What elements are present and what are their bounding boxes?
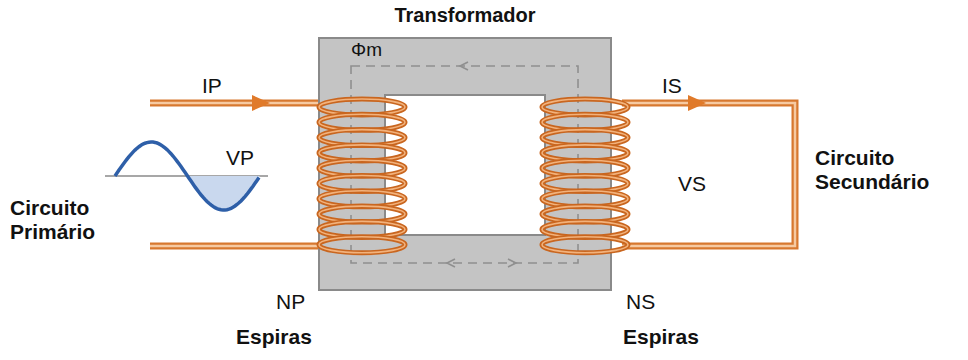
turns-caption: Espiras	[236, 325, 312, 349]
current-arrow	[688, 95, 706, 111]
current-label: IP	[202, 74, 222, 98]
circuit-label: Circuito Primário	[10, 196, 135, 244]
turns-label: NS	[626, 290, 655, 314]
turns-label: NP	[276, 290, 305, 314]
current-label: IS	[662, 74, 682, 98]
flux-symbol: Φm	[348, 39, 385, 61]
circuit-label: Circuito Secundário	[815, 146, 963, 194]
core-heading: Transformador	[318, 4, 612, 27]
voltage-label: VP	[226, 146, 254, 170]
secondary-coil	[542, 99, 628, 253]
secondary-wires	[622, 103, 795, 246]
primary-wires	[150, 103, 322, 246]
turns-caption: Espiras	[623, 325, 699, 349]
current-arrow	[252, 95, 270, 111]
sine-wave	[115, 142, 259, 210]
voltage-label: VS	[678, 172, 706, 196]
primary-coil	[319, 99, 405, 253]
